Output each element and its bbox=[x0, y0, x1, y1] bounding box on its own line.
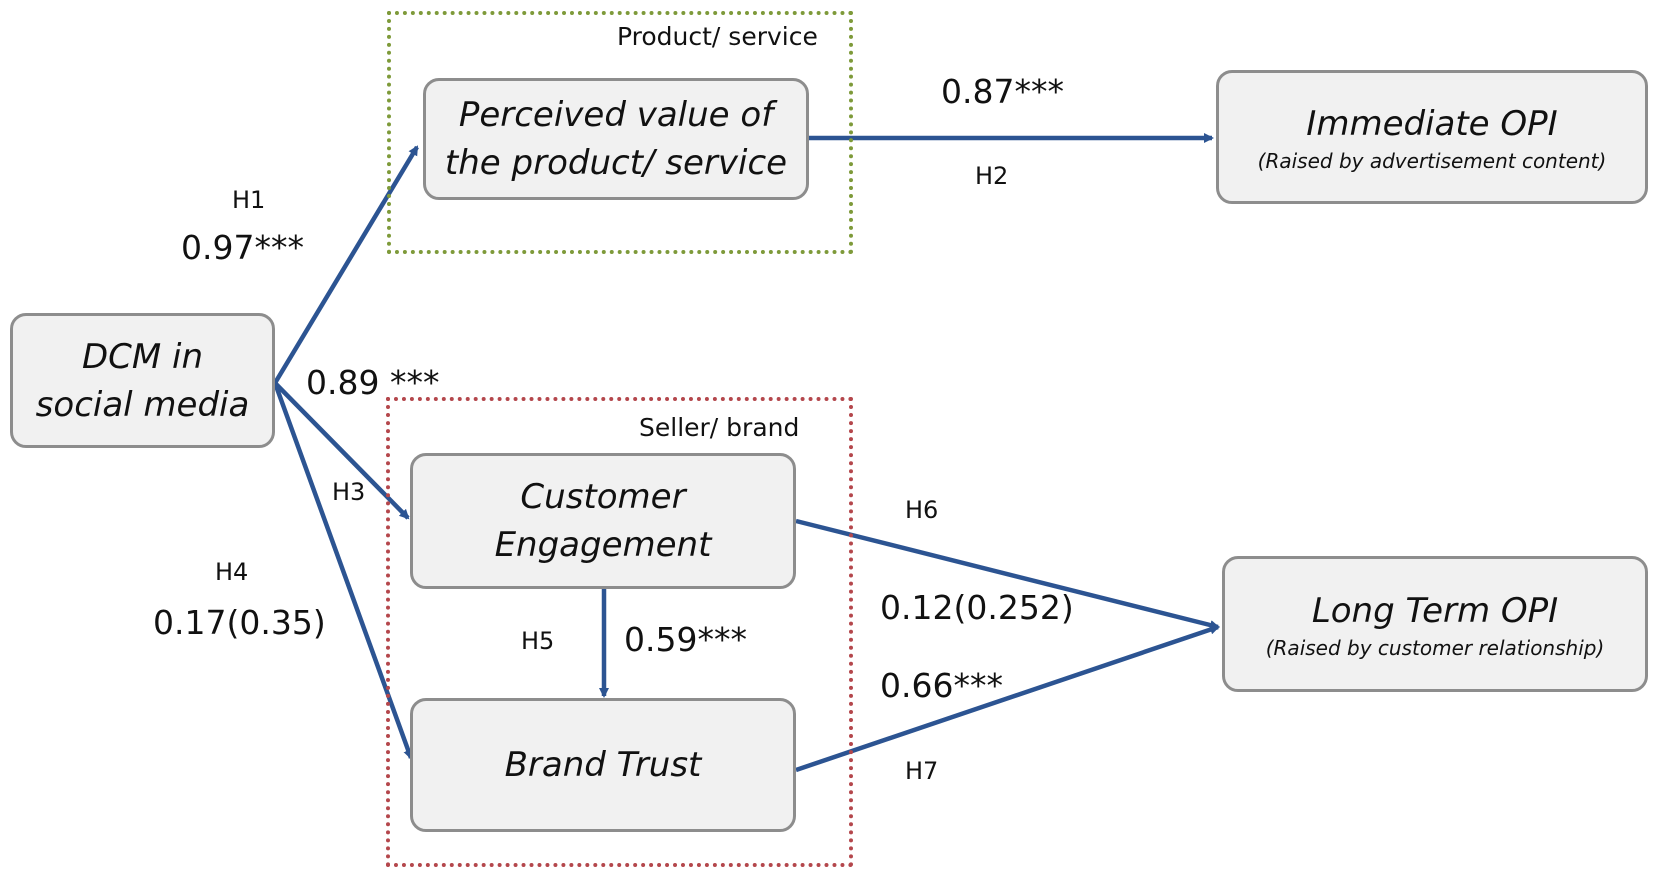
arrow-h6 bbox=[795, 518, 1220, 630]
label-h1-hypothesis: H1 bbox=[232, 186, 266, 214]
node-engagement-line2: Engagement bbox=[494, 525, 712, 565]
node-immediate-subtitle: (Raised by advertisement content) bbox=[1257, 149, 1607, 173]
node-dcm-social-media: DCM in social media bbox=[10, 313, 275, 448]
label-h5-hypothesis: H5 bbox=[521, 627, 555, 655]
label-h3-hypothesis: H3 bbox=[332, 478, 366, 506]
arrow-h3 bbox=[273, 381, 410, 520]
group-product-service-label: Product/ service bbox=[617, 22, 818, 51]
label-h3-coefficient: 0.89 *** bbox=[306, 363, 440, 402]
label-h4-hypothesis: H4 bbox=[215, 558, 249, 586]
node-perceived-line2: the product/ service bbox=[444, 143, 788, 183]
node-longterm-subtitle: (Raised by customer relationship) bbox=[1265, 636, 1605, 660]
node-immediate-title: Immediate OPI bbox=[1306, 104, 1558, 144]
node-dcm-line1: DCM in bbox=[81, 336, 204, 377]
group-seller-brand-label: Seller/ brand bbox=[639, 413, 800, 442]
label-h6-coefficient: 0.12(0.252) bbox=[880, 588, 1074, 627]
label-h2-coefficient: 0.87*** bbox=[941, 72, 1064, 111]
label-h5-coefficient: 0.59*** bbox=[624, 620, 747, 659]
node-customer-engagement: Customer Engagement bbox=[410, 453, 796, 589]
node-perceived-value: Perceived value of the product/ service bbox=[423, 78, 809, 200]
label-h1-coefficient: 0.97*** bbox=[181, 228, 304, 267]
node-trust-title: Brand Trust bbox=[504, 745, 702, 785]
label-h4-coefficient: 0.17(0.35) bbox=[153, 603, 326, 642]
node-long-term-opi: Long Term OPI (Raised by customer relati… bbox=[1222, 556, 1648, 692]
node-perceived-line1: Perceived value of bbox=[458, 95, 774, 135]
group-seller-brand bbox=[386, 397, 853, 867]
label-h7-hypothesis: H7 bbox=[905, 757, 939, 785]
label-h6-hypothesis: H6 bbox=[905, 496, 939, 524]
node-brand-trust: Brand Trust bbox=[410, 698, 796, 832]
node-engagement-line1: Customer bbox=[520, 477, 686, 517]
label-h7-coefficient: 0.66*** bbox=[880, 666, 1003, 705]
group-product-service bbox=[387, 11, 853, 254]
label-h2-hypothesis: H2 bbox=[975, 162, 1009, 190]
arrow-h7 bbox=[795, 624, 1220, 773]
arrow-h1 bbox=[273, 145, 419, 385]
node-longterm-title: Long Term OPI bbox=[1311, 591, 1559, 631]
node-immediate-opi: Immediate OPI (Raised by advertisement c… bbox=[1216, 70, 1648, 204]
node-dcm-line2: social media bbox=[35, 384, 250, 425]
